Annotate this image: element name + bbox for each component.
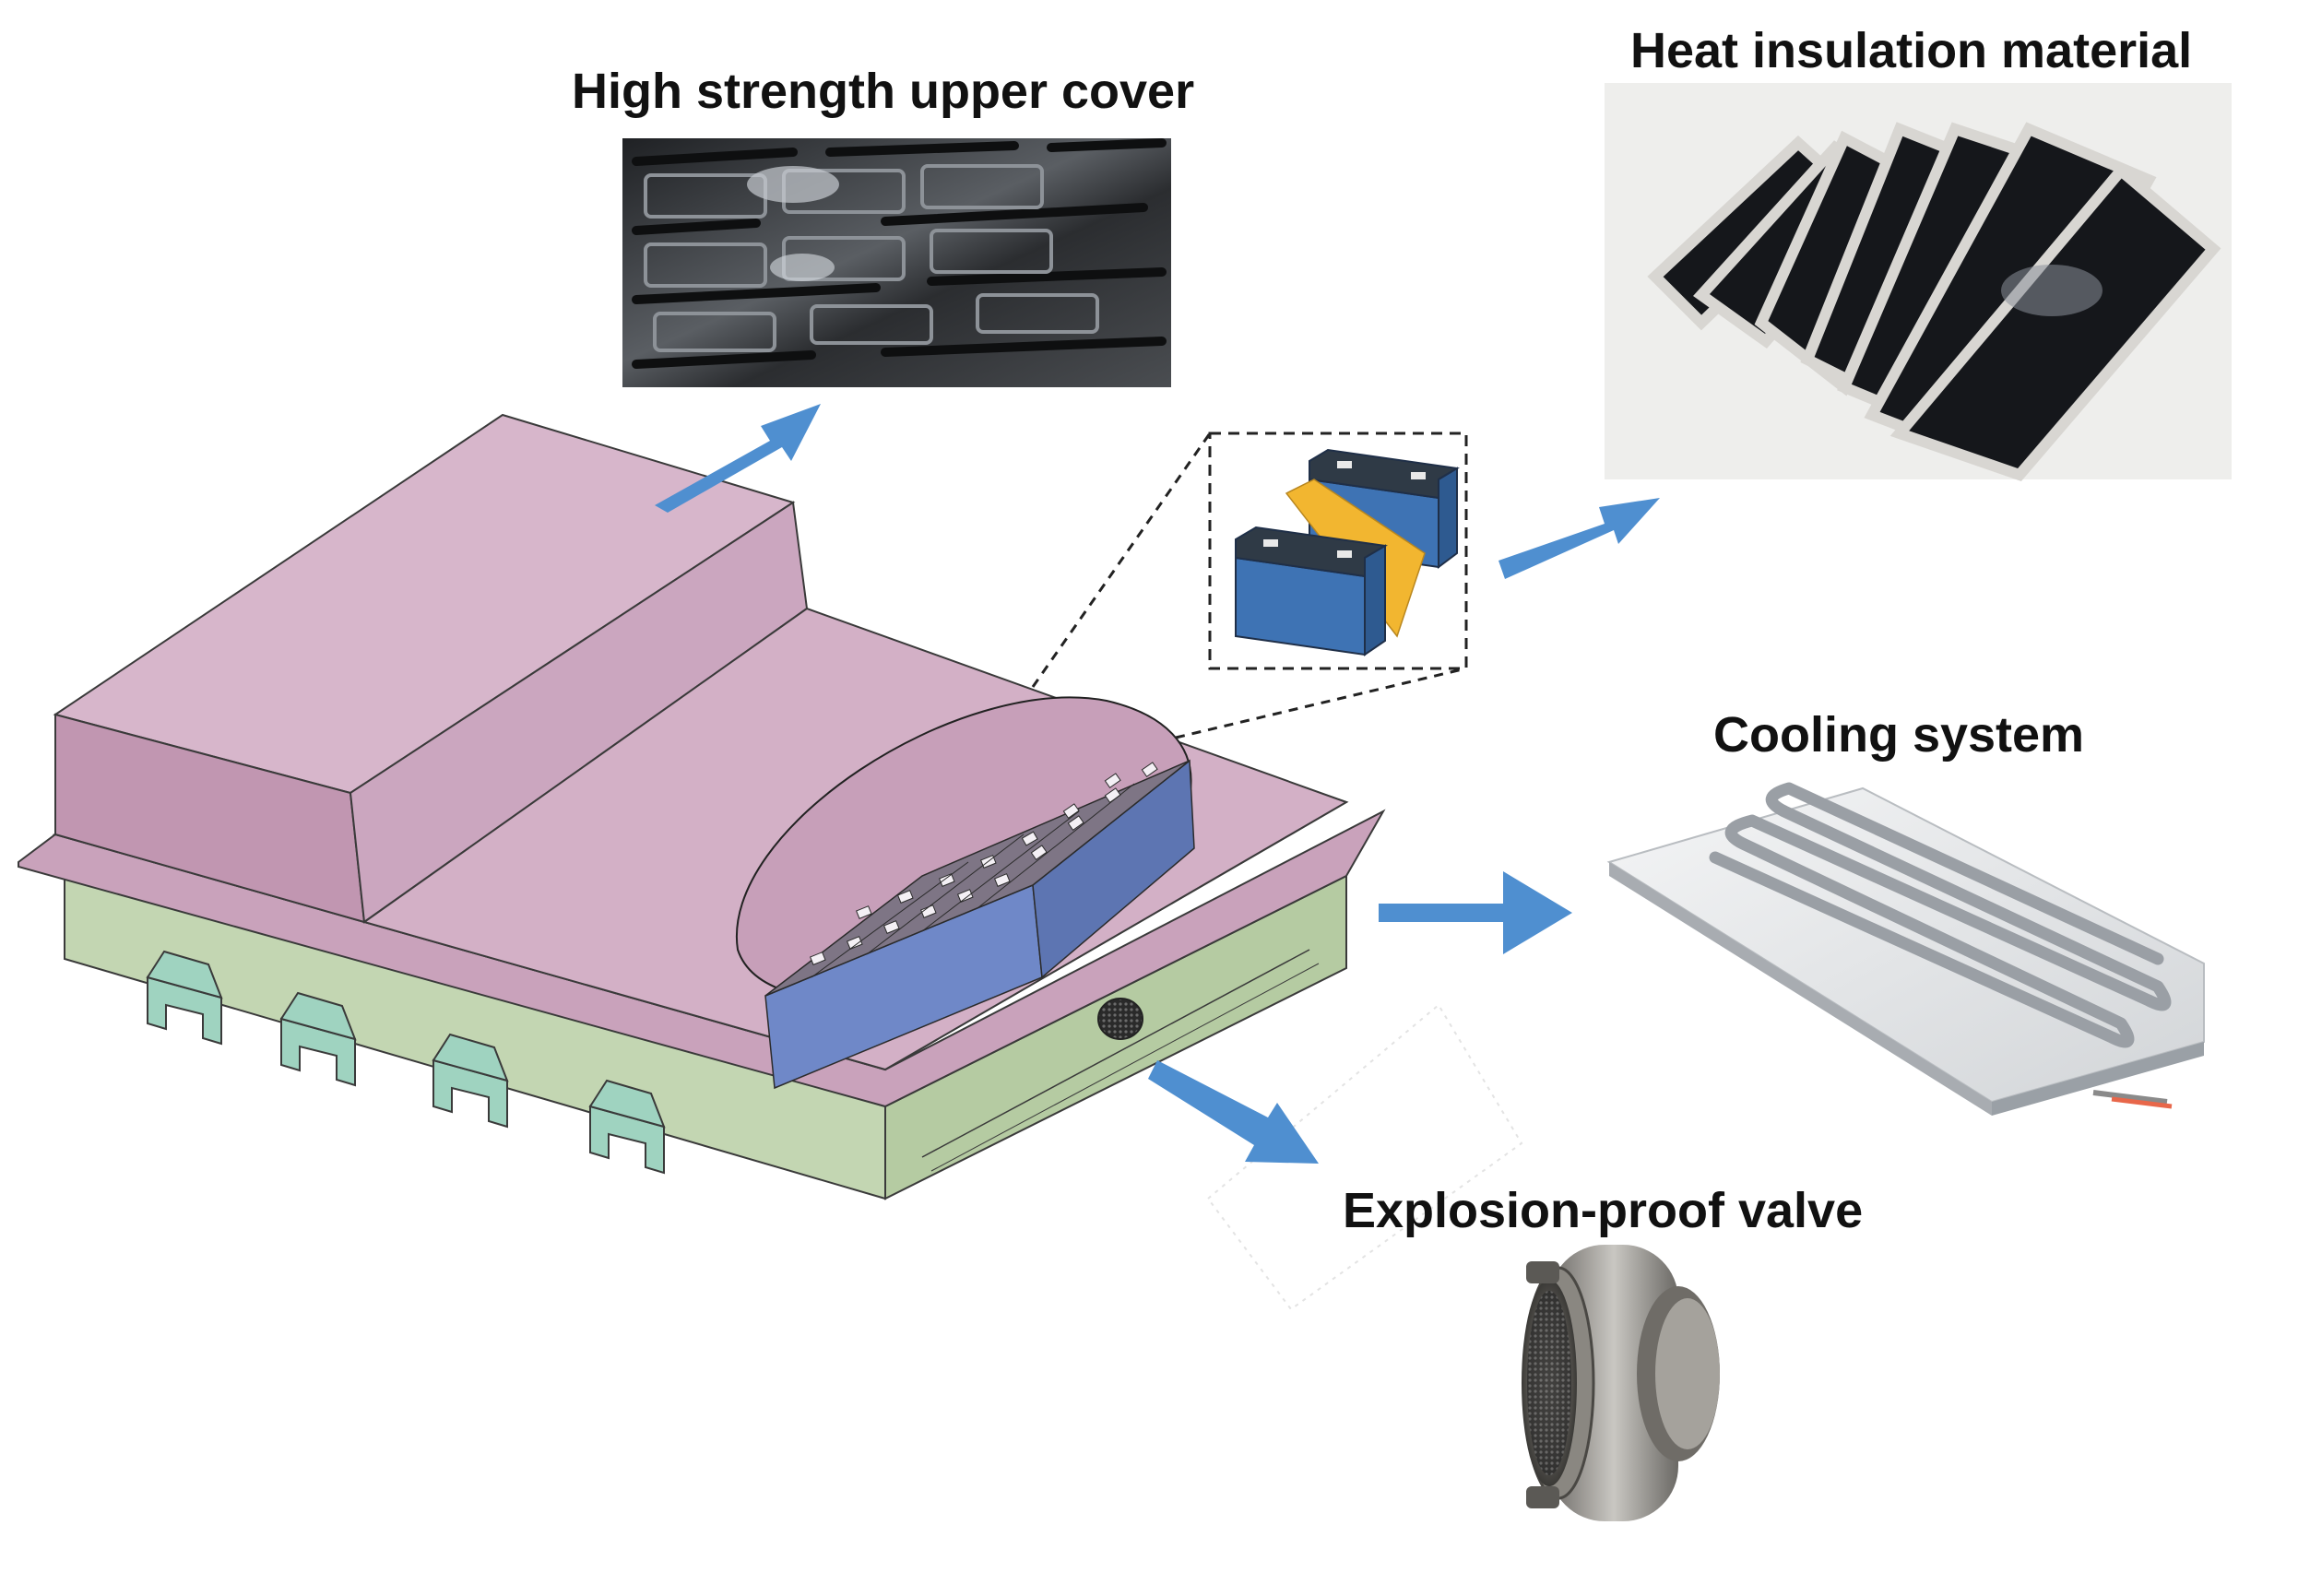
valve-photo: [1522, 1245, 1720, 1521]
pack-valve: [1097, 998, 1143, 1040]
mounting-brackets: [146, 950, 666, 1175]
arrows: [655, 404, 1660, 1164]
arrow-to-valve: [1148, 1060, 1319, 1164]
heat-insulation-photo: [1605, 83, 2232, 482]
arrow-to-heat-insulation: [1498, 498, 1660, 579]
arrow-to-upper-cover: [655, 404, 821, 513]
upper-cover-photo: [622, 138, 1171, 387]
cell-zoom-inset: [1208, 432, 1468, 670]
cell-module: [764, 759, 1195, 1090]
zoom-callout-lines: [1031, 432, 1467, 739]
label-high-strength-upper-cover: High strength upper cover: [572, 64, 1195, 119]
battery-pack: [18, 413, 1386, 1200]
faint-frame: [1206, 1003, 1523, 1311]
cooling-plate-photo: [1606, 782, 2205, 1116]
label-cooling-system: Cooling system: [1713, 707, 2085, 763]
coolant-channel: [1709, 782, 2172, 1048]
arrow-to-cooling: [1379, 871, 1572, 954]
label-explosion-proof-valve: Explosion-proof valve: [1343, 1183, 1864, 1238]
label-heat-insulation-material: Heat insulation material: [1630, 23, 2193, 78]
